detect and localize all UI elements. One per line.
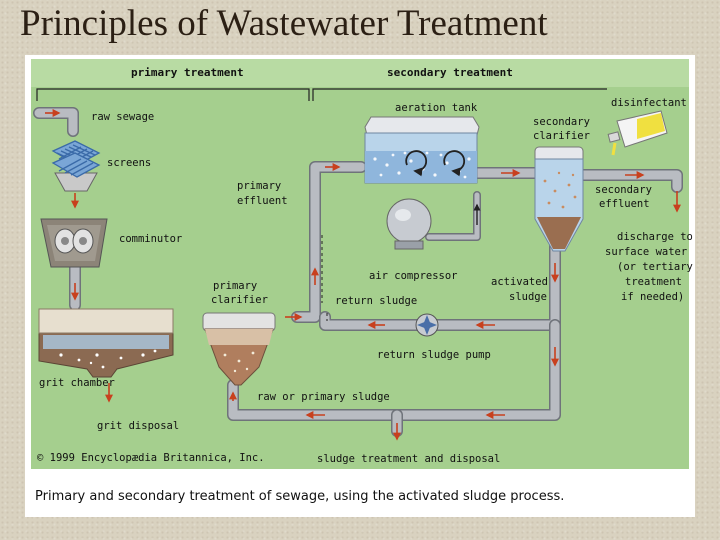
- label-return-sludge-pump: return sludge pump: [377, 349, 491, 361]
- primary-bracket: [36, 88, 310, 101]
- label-primary-clarifier-1: primary: [213, 280, 257, 292]
- primary-clarifier-unit: [202, 312, 276, 386]
- label-discharge-3: (or tertiary: [617, 261, 693, 273]
- dashed-flow-lines: [321, 235, 328, 321]
- diagram-figure: primary treatment secondary treatment: [25, 55, 695, 517]
- comminutor-unit: [40, 218, 108, 268]
- copyright-notice: © 1999 Encyclopædia Britannica, Inc.: [37, 452, 265, 464]
- diagram-background: [31, 59, 689, 469]
- label-sludge-treatment: sludge treatment and disposal: [317, 453, 500, 465]
- secondary-clarifier-unit: [534, 146, 584, 252]
- label-primary-clarifier-2: clarifier: [211, 294, 268, 306]
- label-discharge-1: discharge to: [617, 231, 693, 243]
- label-comminutor: comminutor: [119, 233, 182, 245]
- label-primary-effluent-2: effluent: [237, 195, 288, 207]
- label-raw-primary-sludge: raw or primary sludge: [257, 391, 390, 403]
- label-secondary-clarifier-1: secondary: [533, 116, 590, 128]
- screens-unit: [51, 140, 101, 192]
- secondary-bracket: [312, 88, 607, 101]
- aeration-tank-unit: [364, 116, 480, 184]
- label-secondary-effluent-2: effluent: [599, 198, 650, 210]
- flow-arrows: [45, 109, 681, 441]
- air-compressor-unit: [386, 198, 432, 250]
- label-discharge-5: if needed): [621, 291, 684, 303]
- label-activated-sludge-1: activated: [491, 276, 548, 288]
- label-secondary-effluent-1: secondary: [595, 184, 652, 196]
- secondary-treatment-header: secondary treatment: [387, 66, 513, 79]
- label-activated-sludge-2: sludge: [509, 291, 547, 303]
- label-primary-effluent-1: primary: [237, 180, 281, 192]
- label-air-compressor: air compressor: [369, 270, 458, 282]
- slide-title: Principles of Wastewater Treatment: [20, 3, 548, 44]
- label-discharge-2: surface water: [605, 246, 687, 258]
- label-screens: screens: [107, 157, 151, 169]
- grit-chamber-unit: [38, 308, 174, 378]
- figure-caption: Primary and secondary treatment of sewag…: [35, 489, 565, 504]
- label-grit-disposal: grit disposal: [97, 420, 179, 432]
- treatment-diagram: primary treatment secondary treatment: [31, 59, 693, 469]
- label-aeration-tank: aeration tank: [395, 102, 478, 114]
- header-bar: [31, 59, 689, 87]
- label-raw-sewage: raw sewage: [91, 111, 154, 123]
- label-return-sludge: return sludge: [335, 295, 417, 307]
- label-secondary-clarifier-2: clarifier: [533, 130, 590, 142]
- return-sludge-pump: [415, 313, 439, 337]
- disinfectant-bottle: [607, 110, 668, 156]
- label-discharge-4: treatment: [625, 276, 682, 288]
- label-disinfectant: disinfectant: [611, 97, 687, 109]
- primary-treatment-header: primary treatment: [131, 66, 244, 79]
- label-grit-chamber: grit chamber: [39, 377, 115, 389]
